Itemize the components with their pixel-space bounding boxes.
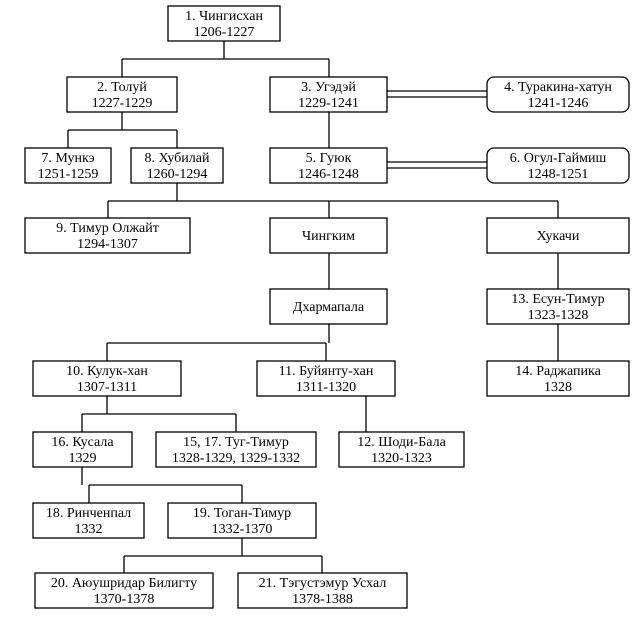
- person-name: 20. Аюушридар Билигту: [51, 576, 197, 591]
- person-box: [24, 147, 112, 184]
- person-box: [66, 76, 178, 113]
- reign-years: 1251-1259: [38, 167, 99, 182]
- person-name: 8. Хубилай: [144, 151, 210, 166]
- person-name: 21. Тэгустэмур Усхал: [259, 576, 387, 591]
- person-name: 4. Туракина-хатун: [504, 80, 612, 95]
- reign-years: 1332-1370: [212, 522, 273, 537]
- reign-years: 1227-1229: [92, 96, 153, 111]
- tree-connectors: [67, 41, 559, 573]
- person-name: Дхармапала: [293, 300, 365, 315]
- person-name: 16. Кусала: [51, 435, 114, 450]
- person-name: 5. Гуюк: [306, 151, 352, 166]
- person-box: [167, 502, 317, 539]
- person-node-dkh: Дхармапала: [269, 288, 388, 325]
- person-box: [269, 217, 388, 254]
- reign-years: 1206-1227: [194, 25, 255, 40]
- reign-years: 1328: [544, 380, 572, 395]
- reign-years: 1311-1320: [296, 380, 356, 395]
- person-box: [486, 147, 630, 184]
- person-name: 11. Буйянту-хан: [279, 364, 374, 379]
- person-name: 10. Кулук-хан: [66, 364, 148, 379]
- person-box: [486, 76, 630, 113]
- person-node-khu: Хукачи: [486, 217, 630, 254]
- person-node-chk: Чингким: [269, 217, 388, 254]
- person-name: 7. Мункэ: [41, 151, 94, 166]
- person-name: 19. Тоган-Тимур: [193, 506, 291, 521]
- person-name: 6. Огул-Гаймиш: [510, 151, 607, 166]
- person-box: [167, 5, 281, 42]
- person-name: Хукачи: [537, 229, 580, 244]
- person-name: 12. Шоди-Бала: [357, 435, 446, 450]
- reign-years: 1294-1307: [77, 237, 138, 252]
- person-box: [256, 360, 396, 397]
- person-box: [269, 147, 388, 184]
- person-box: [130, 147, 224, 184]
- person-box: [338, 431, 465, 468]
- person-box: [237, 572, 408, 609]
- person-name: 18. Ринченпал: [46, 506, 131, 521]
- reign-years: 1332: [75, 522, 103, 537]
- reign-years: 1248-1251: [528, 167, 589, 182]
- person-name: 14. Раджапика: [515, 364, 601, 379]
- person-box: [34, 572, 214, 609]
- person-box: [269, 288, 388, 325]
- reign-years: 1307-1311: [77, 380, 137, 395]
- person-name: 2. Толуй: [97, 80, 147, 95]
- reign-years: 1320-1323: [371, 451, 432, 466]
- reign-years: 1229-1241: [298, 96, 359, 111]
- person-box: [24, 217, 191, 254]
- reign-years: 1378-1388: [292, 592, 353, 607]
- person-box: [486, 360, 630, 397]
- person-box: [155, 431, 317, 468]
- person-name: 9. Тимур Олжайт: [56, 221, 159, 236]
- reign-years: 1329: [69, 451, 97, 466]
- reign-years: 1260-1294: [147, 167, 208, 182]
- reign-years: 1246-1248: [298, 167, 359, 182]
- person-box: [269, 76, 388, 113]
- reign-years: 1241-1246: [528, 96, 589, 111]
- person-box: [32, 502, 145, 539]
- person-box: [32, 431, 133, 468]
- person-name: 1. Чингисхан: [185, 9, 263, 24]
- person-name: 3. Угэдэй: [301, 80, 356, 95]
- person-name: 15, 17. Туг-Тимур: [183, 435, 289, 450]
- person-box: [486, 217, 630, 254]
- person-name: 13. Есун-Тимур: [511, 292, 604, 307]
- reign-years: 1323-1328: [528, 308, 589, 323]
- reign-years: 1370-1378: [94, 592, 155, 607]
- person-box: [32, 360, 182, 397]
- reign-years: 1328-1329, 1329-1332: [172, 451, 300, 466]
- person-box: [486, 288, 630, 325]
- person-name: Чингким: [302, 229, 355, 244]
